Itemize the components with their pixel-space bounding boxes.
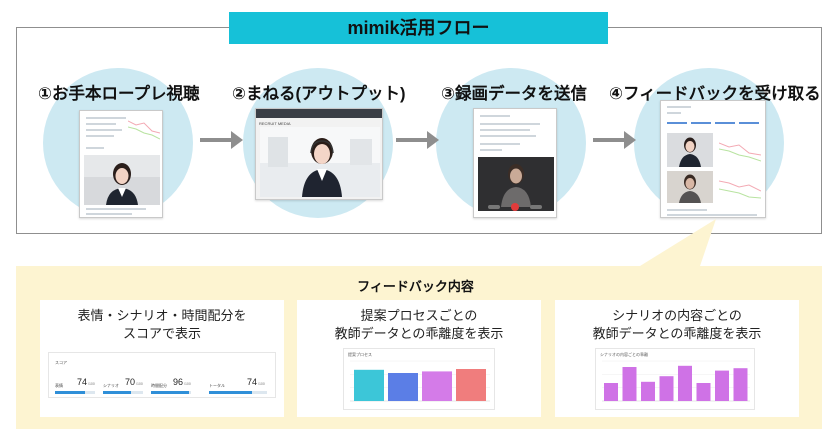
line-graph-icon xyxy=(719,142,761,162)
recording-person-image xyxy=(501,164,531,207)
step1-title: ①お手本ロープレ視聴 xyxy=(38,85,200,103)
arrow-right-icon xyxy=(200,131,244,149)
score-name: 表情 xyxy=(55,383,63,388)
scenario-chart-title: シナリオの内容ごとの乖離 xyxy=(600,352,648,357)
chart-bar xyxy=(388,373,418,401)
step1-screenshot xyxy=(79,110,163,218)
chart-bar xyxy=(641,381,655,401)
step2-title: ②まねる(アウトプット) xyxy=(232,85,406,103)
card-text-line: スコアで表示 xyxy=(122,326,201,341)
score-value: 96/100 xyxy=(173,377,191,387)
process-chart-title: 提案プロセス xyxy=(348,352,372,357)
presenter-image xyxy=(106,163,138,205)
score-value: 70/100 xyxy=(125,377,143,387)
score-name: 時間配分 xyxy=(151,383,167,388)
score-value: 74/100 xyxy=(247,377,265,387)
card-text-line: 教師データとの乖離度を表示 xyxy=(592,326,762,341)
step2-screenshot: RECRUIT MEDIA xyxy=(255,108,383,200)
score-value: 74/100 xyxy=(77,377,95,387)
feedback-card-score: 表情・シナリオ・時間配分を スコアで表示 スコア 表情 74/100 シナリオ … xyxy=(40,300,284,417)
chart-bar xyxy=(659,376,674,401)
presenter-image xyxy=(679,137,701,167)
line-graph-icon xyxy=(719,180,761,199)
chart-bar xyxy=(715,370,729,401)
step4-screenshot xyxy=(660,100,766,218)
chart-bar xyxy=(678,365,692,401)
step3-title: ③録画データを送信 xyxy=(441,85,587,103)
feedback-video-2[interactable] xyxy=(667,171,713,203)
feedback-card-scenario: シナリオの内容ごとの 教師データとの乖離度を表示 シナリオの内容ごとの乖離 xyxy=(555,300,799,417)
record-button[interactable] xyxy=(511,203,519,211)
card-text-line: 表情・シナリオ・時間配分を xyxy=(77,308,247,323)
feedback-card-process: 提案プロセスごとの 教師データとの乖離度を表示 提案プロセス xyxy=(297,300,541,417)
arrow-right-icon xyxy=(396,131,440,149)
flow-title: mimik活用フロー xyxy=(229,12,608,44)
chart-bar xyxy=(733,368,748,401)
step2-logo: RECRUIT MEDIA xyxy=(259,121,291,126)
step3-screenshot xyxy=(473,108,557,218)
score-widget-title: スコア xyxy=(55,360,67,365)
line-graph-icon xyxy=(128,120,160,140)
process-bars xyxy=(350,360,490,402)
trainee-image xyxy=(302,138,342,197)
feedback-video-1[interactable] xyxy=(667,133,713,167)
score-fill xyxy=(103,391,131,394)
score-fill xyxy=(151,391,190,394)
model-video[interactable] xyxy=(84,155,160,205)
trainee-image xyxy=(679,174,701,203)
control-button[interactable] xyxy=(530,205,542,209)
process-chart: 提案プロセス xyxy=(343,348,495,410)
chart-bar xyxy=(622,367,637,401)
chart-bar xyxy=(354,369,384,401)
score-fill xyxy=(209,391,252,394)
chart-bar xyxy=(422,371,452,401)
chart-bar xyxy=(456,369,486,401)
feedback-title: フィードバック内容 xyxy=(357,279,474,294)
practice-video[interactable] xyxy=(260,127,380,197)
arrow-right-icon xyxy=(593,131,637,149)
scenario-bars xyxy=(602,360,750,402)
chart-bar xyxy=(696,383,711,401)
card-text-line: シナリオの内容ごとの xyxy=(612,308,742,323)
step4-title: ④フィードバックを受け取る xyxy=(609,85,821,103)
chart-bar xyxy=(604,383,618,401)
score-name: トータル xyxy=(209,383,225,388)
card-text-line: 教師データとの乖離度を表示 xyxy=(334,326,504,341)
scenario-chart: シナリオの内容ごとの乖離 xyxy=(595,348,755,410)
card-text-line: 提案プロセスごとの xyxy=(360,308,478,323)
score-widget: スコア 表情 74/100 シナリオ 70/100 時間配分 96/100 トー… xyxy=(48,352,276,398)
recording-video[interactable] xyxy=(478,157,554,211)
score-fill xyxy=(55,391,85,394)
score-name: シナリオ xyxy=(103,383,119,388)
control-button[interactable] xyxy=(488,205,500,209)
